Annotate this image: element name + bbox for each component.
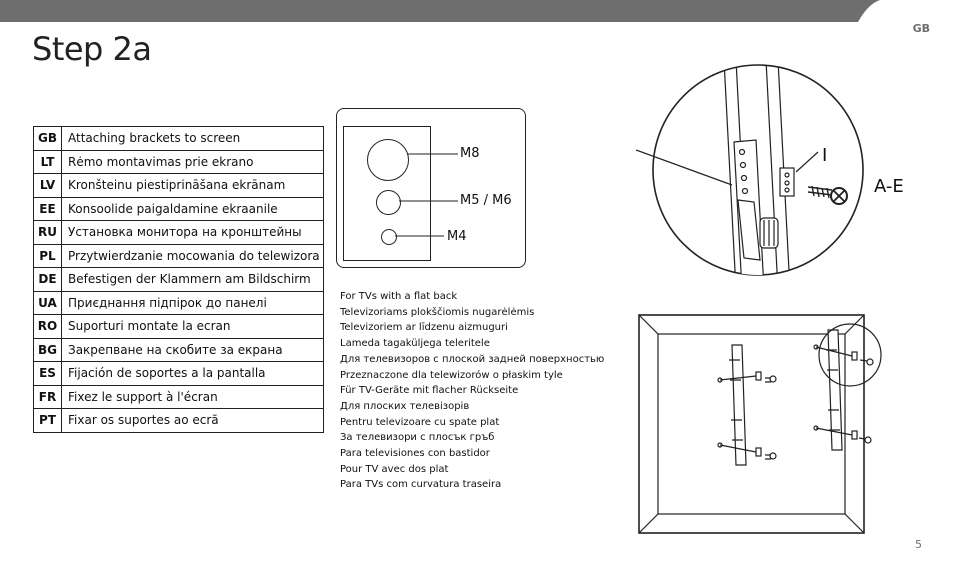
list-item: Przeznaczone dla telewizorów o płaskim t… — [340, 369, 563, 381]
lang-text: Fijación de soportes a la pantalla — [61, 361, 324, 386]
language-tag: GB — [912, 22, 930, 35]
lang-text: Приєднання підпірок до панелі — [61, 290, 324, 315]
list-item: Для телевизоров с плоской задней поверхн… — [340, 353, 605, 365]
list-item: Для плоских телевізорів — [340, 400, 470, 412]
washer-label: I — [822, 145, 827, 166]
list-item: For TVs with a flat back — [340, 291, 458, 302]
lang-code: LT — [33, 149, 62, 174]
flat-back-list: For TVs with a flat back Televizoriams p… — [340, 289, 604, 493]
list-item: Lameda tagaküljega teleritele — [340, 338, 490, 350]
m5-m6-hole — [376, 190, 401, 215]
lang-code: ES — [33, 361, 62, 386]
m5-m6-label: M5 / M6 — [460, 193, 512, 208]
page-number: 5 — [915, 538, 922, 551]
lang-code: PL — [33, 243, 62, 268]
list-item: За телевизори с плосък гръб — [340, 432, 495, 444]
lang-text: Befestigen der Klammern am Bildschirm — [61, 267, 324, 292]
lang-code: EE — [33, 196, 62, 221]
screw-label: A-E — [874, 176, 904, 197]
lang-text: Przytwierdzanie mocowania do telewizora — [61, 243, 324, 268]
lang-text: Suporturi montate la ecran — [61, 314, 324, 339]
lang-code: RU — [33, 220, 62, 245]
lang-text: Закрепване на скобите за екрана — [61, 337, 324, 362]
lang-code: PT — [33, 408, 62, 433]
list-item: Televizoriem ar līdzenu aizmuguri — [340, 322, 508, 334]
list-item: Para TVs com curvatura traseira — [340, 479, 502, 491]
lang-text: Konsoolide paigaldamine ekraanile — [61, 196, 324, 221]
bracket-mounting-illustration: I A-E — [636, 64, 904, 534]
screw-size-box — [336, 108, 526, 268]
lang-code: DE — [33, 267, 62, 292]
m8-label: M8 — [460, 146, 480, 161]
list-item: Pentru televizoare cu spate plat — [340, 416, 500, 428]
lang-text: Fixar os suportes ao ecrã — [61, 408, 324, 433]
list-item: Para televisiones con bastidor — [340, 448, 490, 460]
lang-code: LV — [33, 173, 62, 198]
lang-text: Установка монитора на кронштейны — [61, 220, 324, 245]
screw-template — [343, 126, 431, 261]
list-item: Für TV-Geräte mit flacher Rückseite — [340, 385, 519, 397]
list-item: Pour TV avec dos plat — [340, 463, 449, 475]
screw-leader-lines — [395, 153, 458, 237]
lang-text: Kronšteinu piestiprināšana ekrānam — [61, 173, 324, 198]
lang-code: FR — [33, 384, 62, 409]
lang-text: Rėmo montavimas prie ekrano — [61, 149, 324, 174]
lang-text: Fixez le support à l'écran — [61, 384, 324, 409]
m4-label: M4 — [447, 229, 467, 244]
m4-hole — [381, 229, 397, 245]
page-title: Step 2a — [32, 30, 152, 68]
list-item: Televizoriams plokščiomis nugarėlėmis — [340, 306, 535, 318]
lang-text: Attaching brackets to screen — [61, 126, 324, 151]
header-band — [0, 0, 880, 22]
lang-code: BG — [33, 337, 62, 362]
lang-code: UA — [33, 290, 62, 315]
lang-code: RO — [33, 314, 62, 339]
m8-hole — [367, 139, 409, 181]
lang-code: GB — [33, 126, 62, 151]
